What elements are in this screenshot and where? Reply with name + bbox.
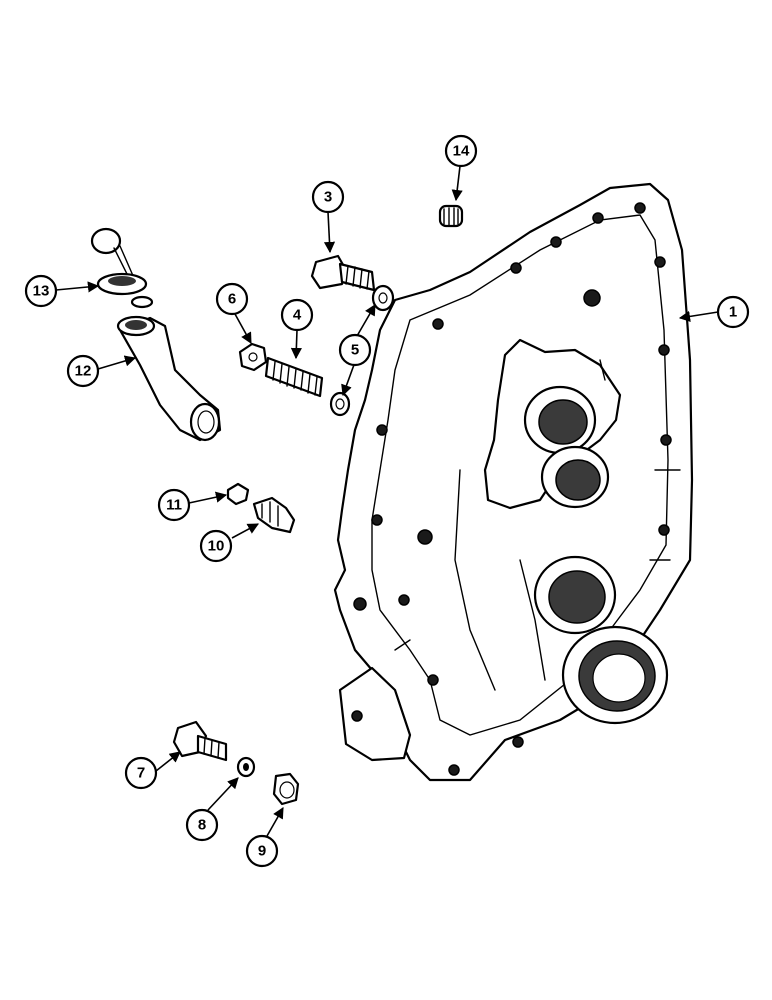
callout-6: 6: [215, 282, 249, 316]
callout-1: 1: [716, 295, 750, 329]
callout-10: 10: [199, 529, 233, 563]
callout-9: 9: [245, 834, 279, 868]
callout-4: 4: [280, 298, 314, 332]
callout-5: 5: [338, 333, 372, 367]
stud-part-4: [264, 356, 324, 398]
callout-7: 7: [124, 756, 158, 790]
plug-part: [438, 204, 464, 228]
callout-label: 5: [351, 342, 359, 359]
callout-label: 7: [137, 765, 145, 782]
fitting-part-10: [252, 496, 296, 534]
callout-label: 12: [75, 363, 92, 380]
sleeve-part-9: [272, 772, 300, 806]
side-bracket: [338, 666, 412, 762]
callout-11: 11: [157, 488, 191, 522]
elbow-tube-part-12: [116, 315, 222, 442]
callout-14: 14: [444, 134, 478, 168]
callout-12: 12: [66, 354, 100, 388]
bracket-hole: [351, 710, 363, 722]
gear-cover-housing: [333, 182, 694, 782]
flange-bolt-holes: [351, 202, 672, 776]
callout-label: 6: [228, 291, 236, 308]
callout-label: 10: [208, 538, 225, 555]
callout-label: 1: [729, 304, 737, 321]
callout-label: 9: [258, 843, 266, 860]
callout-label: 3: [324, 189, 332, 206]
housing-inner-recess: [371, 214, 669, 736]
callout-label: 14: [453, 143, 470, 160]
dipstick-part-13: [90, 227, 154, 309]
callout-3: 3: [311, 180, 345, 214]
callout-label: 4: [293, 307, 302, 324]
bolt-part-3: [310, 254, 376, 292]
housing-detail-lines: [394, 359, 681, 691]
callout-label: 11: [166, 497, 182, 514]
bolt-part-7: [172, 720, 228, 762]
housing-bores: [523, 385, 669, 725]
callout-13: 13: [24, 274, 58, 308]
callout-label: 13: [33, 283, 50, 300]
callout-8: 8: [185, 808, 219, 842]
callout-label: 8: [198, 817, 206, 834]
small-nut-part-11: [226, 482, 250, 506]
leader-lines: [55, 165, 719, 837]
